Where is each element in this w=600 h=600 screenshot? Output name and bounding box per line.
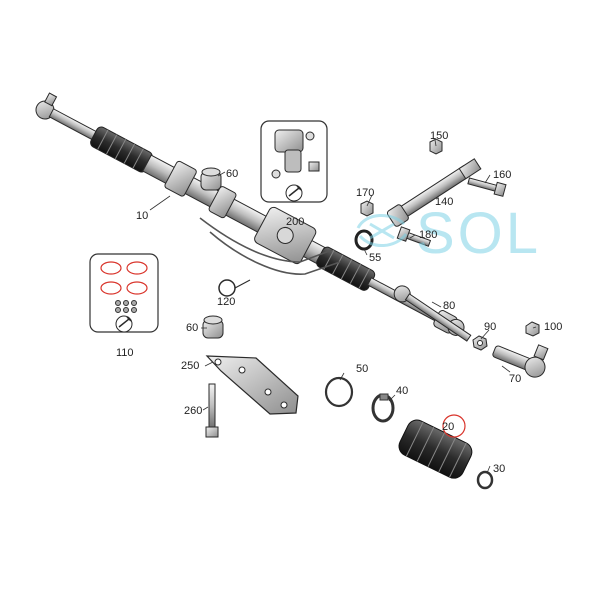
long-bolt-260 — [205, 383, 219, 438]
hydraulic-pipes — [199, 217, 341, 275]
callout-70: 70 — [509, 373, 522, 385]
watermark-text: SOL — [416, 201, 542, 266]
valve-parts-box — [260, 120, 328, 203]
callout-250: 250 — [181, 360, 200, 372]
left-rack-boot — [90, 126, 153, 173]
callout-40: 40 — [396, 385, 409, 397]
leader-lines — [149, 139, 537, 474]
callout-160: 160 — [493, 169, 512, 181]
upper-mount-bushing — [200, 167, 222, 191]
callout-20: 20 — [442, 421, 455, 433]
callout-110: 110 — [116, 347, 134, 359]
outer-tie-rod-end — [492, 344, 549, 378]
callout-60-lower: 60 — [186, 322, 199, 334]
callout-120: 120 — [217, 296, 236, 308]
callout-260: 260 — [184, 405, 203, 417]
callout-10: 10 — [136, 210, 149, 222]
callout-60-upper: 60 — [226, 168, 239, 180]
callout-90: 90 — [484, 321, 497, 333]
pipe-clip — [218, 279, 251, 297]
callout-150: 150 — [430, 130, 449, 142]
intermediate-shaft — [386, 158, 482, 227]
callout-140: 140 — [435, 196, 454, 208]
wrench-icon — [115, 315, 133, 333]
rack-housing — [142, 154, 329, 266]
callout-80: 80 — [443, 300, 456, 312]
bolt-160 — [467, 177, 507, 197]
callout-50: 50 — [356, 363, 369, 375]
mounting-bracket — [205, 355, 299, 415]
jam-nut-90 — [472, 335, 488, 351]
o-ring-50 — [324, 376, 354, 408]
callout-30: 30 — [493, 463, 506, 475]
lower-mount-bushing — [202, 315, 224, 339]
nut-170 — [360, 200, 374, 217]
watermark: SOL — [352, 196, 562, 270]
callout-180: 180 — [419, 229, 438, 241]
callout-100: 100 — [544, 321, 563, 333]
seal-kit-box — [89, 253, 159, 333]
nut-100 — [525, 321, 540, 337]
rack-boot-20 — [398, 419, 473, 479]
left-tie-rod-end — [35, 92, 99, 141]
callout-200: 200 — [286, 216, 305, 228]
boot-clamp-40 — [371, 393, 395, 423]
callout-55: 55 — [369, 252, 382, 264]
swirl-logo-icon — [356, 214, 408, 247]
highlight-ring — [442, 414, 466, 438]
nut-150 — [429, 138, 443, 155]
small-clamp-30 — [476, 470, 494, 490]
bolt-180 — [396, 226, 432, 247]
inner-tie-rod — [393, 285, 472, 342]
wrench-icon — [285, 184, 303, 202]
callout-170: 170 — [356, 187, 375, 199]
